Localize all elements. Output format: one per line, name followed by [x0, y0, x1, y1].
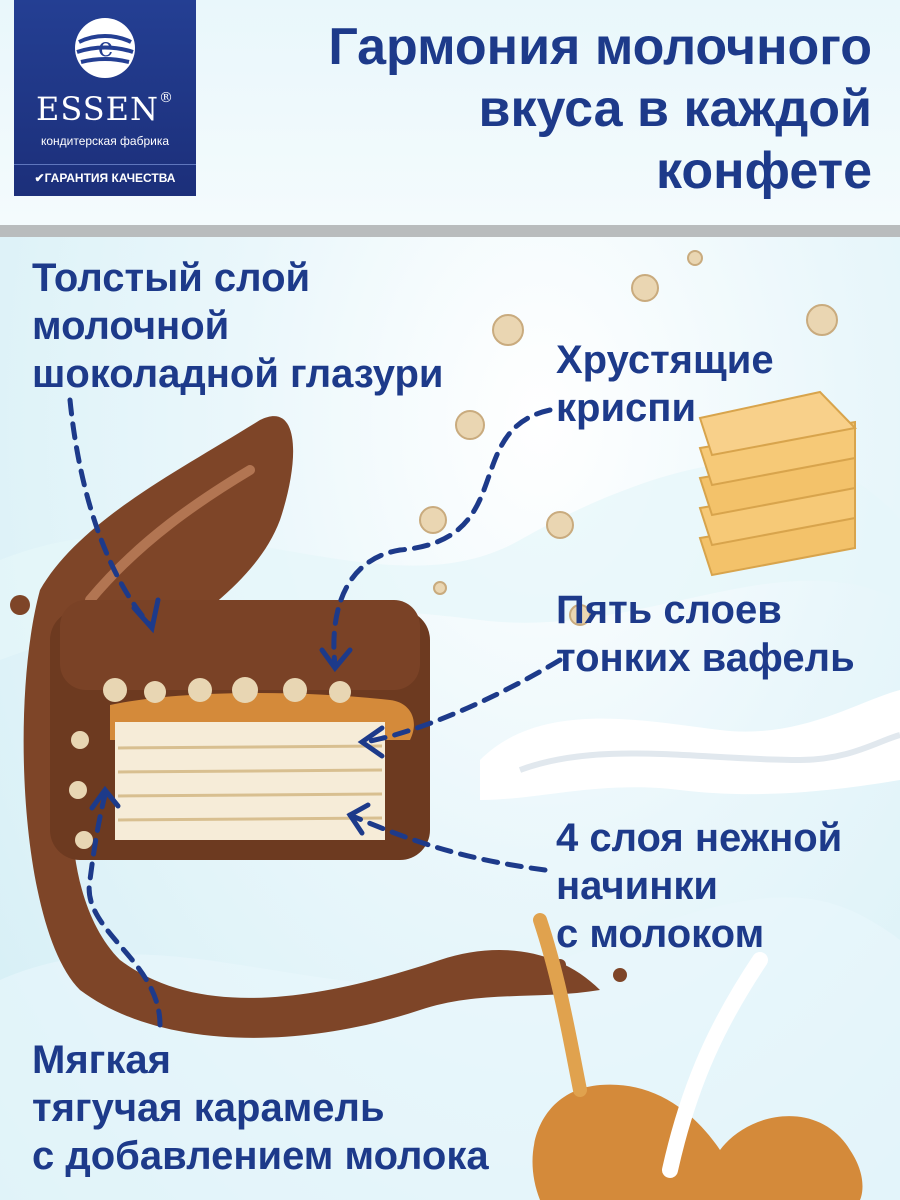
- chocolate-ribbon: [23, 416, 600, 1038]
- label-wafers: Пять слоев тонких вафель: [556, 588, 855, 680]
- brand-subtitle: кондитерская фабрика: [40, 134, 170, 148]
- arrow-caramel: [86, 792, 163, 1028]
- wafer-cross-section: [115, 722, 385, 840]
- divider-bar: [0, 225, 900, 237]
- arrow-filling: [347, 812, 548, 873]
- candy-bar-top: [60, 600, 420, 690]
- arrow-crispy: [331, 407, 553, 668]
- label-crispy: Хрустящие криспи: [556, 338, 774, 430]
- crispy-balls-on-bar: [103, 677, 351, 703]
- label-glaze: Толстый слой молочной шоколадной глазури: [32, 256, 444, 396]
- chocolate-drop: [613, 968, 627, 982]
- headline: Гармония молочного вкуса в каждой конфет…: [328, 18, 872, 200]
- label-filling: 4 слоя нежной начинки с молоком: [556, 816, 843, 956]
- globe-e-icon: e: [75, 18, 135, 78]
- arrow-wafers: [362, 657, 563, 745]
- milk-wave-shade: [518, 732, 900, 773]
- milk-wave: [480, 690, 900, 800]
- svg-text:e: e: [98, 33, 113, 63]
- label-caramel: Мягкая тягучая карамель с добавлением мо…: [32, 1038, 489, 1178]
- arrow-heads: [89, 597, 385, 836]
- floating-crispy-balls: [419, 250, 838, 626]
- chocolate-drop: [10, 595, 30, 615]
- crispy-balls-on-bar-lower: [69, 731, 93, 849]
- caramel-stream: [533, 913, 587, 1097]
- milk-stream: [662, 952, 768, 1178]
- brand-name: ESSEN®: [36, 90, 174, 128]
- chocolate-ribbon-highlight: [85, 465, 255, 605]
- caramel-splash: [532, 1084, 863, 1200]
- brand-logo: e ESSEN® кондитерская фабрика ✔ГАРАНТИЯ …: [14, 0, 196, 196]
- wafer-stack: [698, 390, 858, 577]
- wafer-lines: [117, 744, 383, 822]
- quality-badge: ✔ГАРАНТИЯ КАЧЕСТВА: [14, 164, 196, 189]
